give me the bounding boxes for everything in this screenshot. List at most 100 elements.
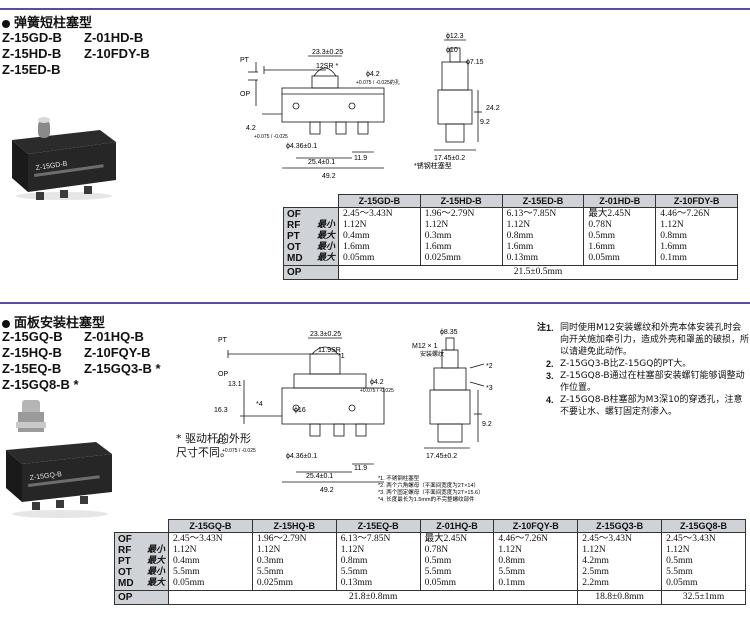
bullet-icon bbox=[2, 19, 10, 28]
column-header: Z-15GQ-B bbox=[168, 519, 253, 533]
spec-table-2: Z-15GQ-B Z-15HQ-B Z-15EQ-B Z-01HQ-B Z-10… bbox=[114, 519, 746, 605]
dimension-drawing-2: PT OP 23.3±0.25 11.9SR *1 13.1 16.3 *4 ϕ… bbox=[214, 329, 493, 503]
svg-text:25.4±0.1: 25.4±0.1 bbox=[306, 473, 333, 480]
svg-text:17.45±0.2: 17.45±0.2 bbox=[426, 453, 457, 460]
svg-text:23.3±0.25: 23.3±0.25 bbox=[312, 49, 343, 56]
svg-text:9.2: 9.2 bbox=[482, 421, 492, 428]
svg-text:*2. 两个六角螺母（平面间宽度为2T×14）: *2. 两个六角螺母（平面间宽度为2T×14） bbox=[378, 481, 479, 489]
svg-text:+0.075 / -0.025: +0.075 / -0.025 bbox=[222, 448, 256, 454]
model-name: Z-15EQ-B bbox=[2, 361, 62, 376]
drive-rod-note: * 驱动杆的外形尺寸不同。 bbox=[176, 432, 251, 459]
column-header: Z-10FDY-B bbox=[655, 194, 738, 208]
svg-text:ϕ4.2: ϕ4.2 bbox=[370, 379, 384, 386]
svg-text:12SR *: 12SR * bbox=[316, 63, 338, 70]
svg-text:11.9SR: 11.9SR bbox=[318, 347, 341, 354]
svg-text:*4. 长度最长为1.5mm的不完整螺纹部件: *4. 长度最长为1.5mm的不完整螺纹部件 bbox=[378, 495, 475, 503]
spec-table-1: Z-15GD-B Z-15HD-B Z-15ED-B Z-01HD-B Z-10… bbox=[283, 194, 738, 280]
svg-text:M12 × 1: M12 × 1 bbox=[412, 343, 438, 350]
column-header: Z-15GQ3-B bbox=[577, 519, 663, 533]
column-header: Z-15GQ8-B bbox=[661, 519, 746, 533]
svg-text:24.2: 24.2 bbox=[486, 105, 500, 112]
model-name: Z-10FDY-B bbox=[84, 46, 150, 61]
column-header: Z-15HD-B bbox=[419, 194, 503, 208]
dimension-drawing-1: PT OP 23.3±0.25 12SR * ϕ4.2 +0.075 / -0.… bbox=[240, 33, 500, 180]
photo-label: Z-15GQ-B bbox=[29, 471, 62, 482]
svg-text:安装螺纹: 安装螺纹 bbox=[420, 350, 444, 358]
op-value: 21.8±0.8mm bbox=[167, 590, 579, 605]
svg-text:*1. 不锈钢柱塞型: *1. 不锈钢柱塞型 bbox=[378, 474, 420, 482]
column-header: Z-01HD-B bbox=[583, 194, 657, 208]
column-header: Z-15GD-B bbox=[338, 194, 421, 208]
product-photo-switch: Z-15GD-B bbox=[12, 117, 116, 200]
svg-text:+0.075 / -0.025: +0.075 / -0.025 bbox=[360, 388, 394, 394]
notes-head: 注 bbox=[537, 323, 547, 333]
svg-text:13.1: 13.1 bbox=[228, 381, 242, 388]
model-name: Z-15HD-B bbox=[2, 46, 62, 61]
model-name: Z-15GQ-B bbox=[2, 329, 63, 344]
column-header: Z-10FQY-B bbox=[493, 519, 579, 533]
model-name: Z-15GD-B bbox=[2, 30, 62, 45]
model-name: Z-15HQ-B bbox=[2, 345, 62, 360]
svg-text:*3. 两个固定螺母（平面间宽度为2T×15.6）: *3. 两个固定螺母（平面间宽度为2T×15.6） bbox=[378, 488, 484, 496]
note-item: 1.同时使用M12安装螺纹和外壳本体安装孔时会向开关施加牵引力，造成外壳和罩盖的… bbox=[546, 323, 750, 357]
svg-text:PT: PT bbox=[240, 57, 250, 64]
svg-text:*4: *4 bbox=[256, 401, 263, 408]
op-label: OP bbox=[114, 590, 169, 605]
notes-block: 注 1.同时使用M12安装螺纹和外壳本体安装孔时会向开关施加牵引力，造成外壳和罩… bbox=[537, 322, 750, 418]
svg-text:17.45±0.2: 17.45±0.2 bbox=[434, 155, 465, 162]
op-value: 21.5±0.5mm bbox=[338, 265, 738, 280]
svg-text:ϕ10: ϕ10 bbox=[446, 47, 458, 54]
svg-text:ϕ7.15: ϕ7.15 bbox=[466, 59, 484, 66]
note-item: 4.Z-15GQ8-B柱塞部为M3深10的穿透孔，注意不要让水、螺钉固定剂渗入。 bbox=[546, 395, 743, 417]
svg-text:ϕ4.36±0.1: ϕ4.36±0.1 bbox=[286, 143, 317, 150]
model-name: Z-10FQY-B bbox=[84, 345, 151, 360]
svg-text:*2: *2 bbox=[486, 363, 493, 370]
op-label: OP bbox=[283, 265, 339, 280]
op-value: 32.5±1mm bbox=[661, 590, 746, 605]
svg-text:*3: *3 bbox=[486, 385, 493, 392]
model-name: Z-01HQ-B bbox=[84, 329, 144, 344]
svg-text:OP: OP bbox=[218, 371, 228, 378]
section-divider bbox=[0, 302, 750, 304]
svg-text:16.3: 16.3 bbox=[214, 407, 228, 414]
section2-title: 面板安装柱塞型 bbox=[2, 312, 105, 331]
svg-text:9.2: 9.2 bbox=[480, 119, 490, 126]
svg-text:4.2: 4.2 bbox=[216, 439, 226, 446]
svg-text:+0.075 / -0.025: +0.075 / -0.025 bbox=[254, 134, 288, 140]
svg-text:11.9: 11.9 bbox=[354, 155, 367, 162]
svg-text:*锈钢柱塞型: *锈钢柱塞型 bbox=[414, 161, 452, 170]
column-header: Z-01HQ-B bbox=[419, 519, 495, 533]
svg-text:ϕ4.36±0.1: ϕ4.36±0.1 bbox=[286, 453, 317, 460]
svg-text:ϕ16: ϕ16 bbox=[294, 407, 306, 414]
note-item: 3.Z-15GQ8-B通过在柱塞部安装螺钉能够调整动作位置。 bbox=[546, 371, 745, 393]
svg-text:+0.075 / -0.025的孔: +0.075 / -0.025的孔 bbox=[356, 79, 400, 86]
op-value: 18.8±0.8mm bbox=[577, 590, 663, 605]
product-photo-panel-mount: Z-15GQ-B bbox=[6, 400, 112, 518]
svg-text:OP: OP bbox=[240, 91, 250, 98]
svg-text:4.2: 4.2 bbox=[246, 125, 256, 132]
svg-text:25.4±0.1: 25.4±0.1 bbox=[308, 159, 335, 166]
svg-text:*1: *1 bbox=[338, 353, 345, 360]
column-header: Z-15HQ-B bbox=[251, 519, 337, 533]
section1-title: 弹簧短柱塞型 bbox=[2, 12, 92, 31]
model-name: Z-01HD-B bbox=[84, 30, 144, 45]
svg-text:ϕ4.2: ϕ4.2 bbox=[366, 71, 380, 78]
top-rule bbox=[0, 8, 750, 10]
note-item: 2.Z-15GQ3-B比Z-15GQ的PT大。 bbox=[546, 359, 692, 369]
photo-label: Z-15GD-B bbox=[35, 161, 68, 172]
column-header: Z-15ED-B bbox=[501, 194, 585, 208]
